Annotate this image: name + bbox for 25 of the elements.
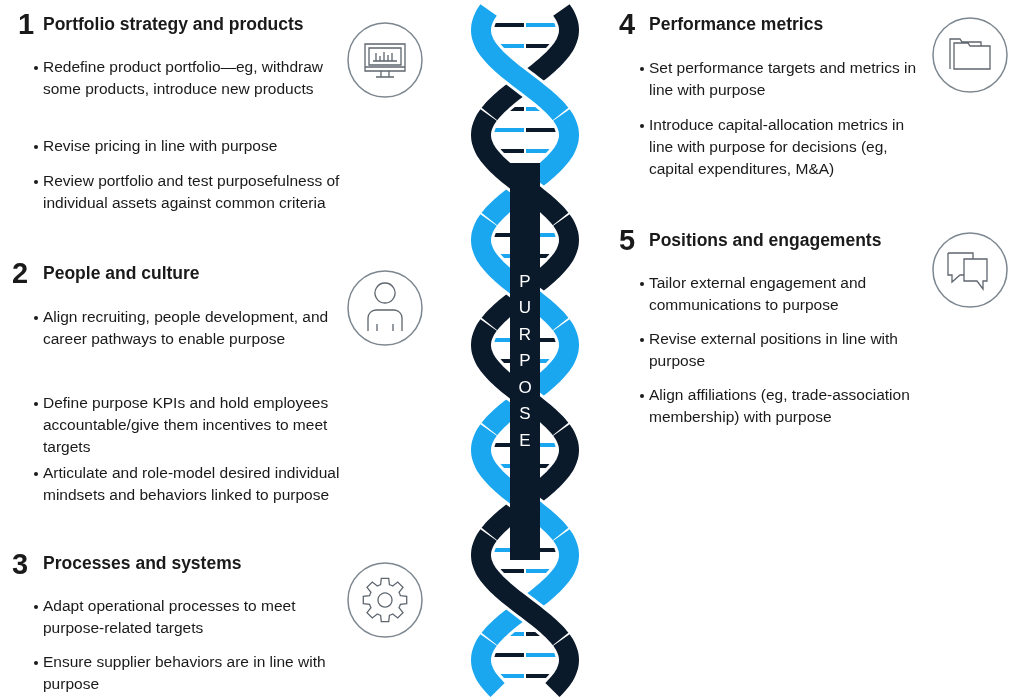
section-number: 4 [619, 8, 636, 40]
bullet-text: Define purpose KPIs and hold employees accountable/give them incentives to meet targets [43, 393, 330, 457]
section-number: 2 [12, 257, 29, 289]
section-heading: Portfolio strategy and products [43, 13, 304, 35]
section-number: 3 [12, 548, 29, 580]
purpose-text: PURPOSE [517, 270, 533, 452]
purpose-bar [510, 163, 540, 560]
bullet-text: Set performance targets and metrics in line with purpose [649, 58, 918, 100]
bullet-text: Align affiliations (eg, trade-association membership) with purpose [649, 385, 911, 427]
bullet-text: Ensure supplier behaviors are in line with purpose [43, 652, 327, 694]
bullet-text: Revise pricing in line with purpose [43, 136, 279, 156]
bullet-text: Revise external positions in line with purpose [649, 329, 899, 371]
section-heading: People and culture [43, 262, 200, 284]
section-heading: Processes and systems [43, 552, 242, 574]
section-heading: Performance metrics [649, 13, 824, 35]
section-number: 1 [18, 8, 35, 40]
bullet-text: Introduce capital-allocation metrics in line with purpose for decisions (eg, capital expenditures, M&A) [649, 115, 905, 179]
bullet-text: Adapt operational processes to meet purpose-related targets [43, 596, 297, 638]
bullet-text: Align recruiting, people development, and career pathways to enable purpose [43, 307, 330, 349]
bullet-text: Review portfolio and test purposefulness of individual assets against common criteria [43, 171, 341, 213]
bullet-text: Tailor external engagement and communications to purpose [649, 273, 868, 315]
bullet-text: Articulate and role-model desired individual mindsets and behaviors linked to purpose [43, 463, 341, 505]
section-number: 5 [619, 224, 636, 256]
bullet-text: Redefine product portfolio—eg, withdraw some products, introduce new products [43, 57, 324, 99]
section-heading: Positions and engagements [649, 229, 882, 251]
